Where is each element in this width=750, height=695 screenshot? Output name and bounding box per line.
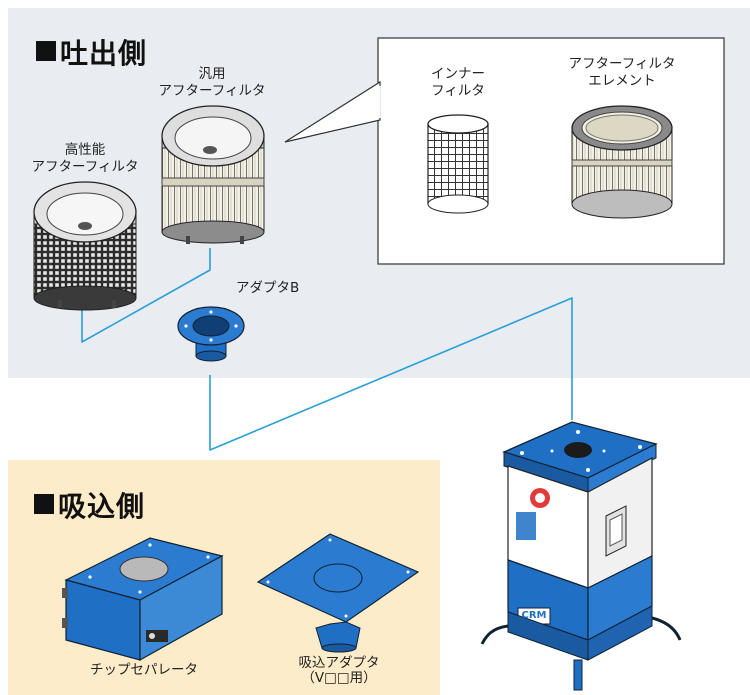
adapter-to-main-connector <box>209 297 573 451</box>
discharge-title: 吐出側 <box>60 37 148 70</box>
chip-separator <box>62 537 224 662</box>
general-filter-label: 汎用 アフターフィルタ <box>152 66 272 100</box>
discharge-heading: 吐出側 <box>36 32 147 72</box>
inner-filter-label: インナー フィルタ <box>418 66 498 100</box>
inner-filter-label-line2: フィルタ <box>431 83 485 99</box>
general-filter <box>161 105 265 244</box>
general-filter-label-line1: 汎用 <box>198 66 226 82</box>
inner-filter <box>427 114 489 214</box>
adapter-b-label-text: アダプタB <box>236 280 300 296</box>
after-filter-element <box>571 105 673 219</box>
adapter-b-label: アダプタB <box>236 280 316 297</box>
brand-label-text: CRM <box>521 610 547 621</box>
hp-filter-connector <box>81 248 211 343</box>
intake-heading: 吸込側 <box>34 485 145 525</box>
intake-title: 吸込側 <box>58 490 146 523</box>
suction-adapter-label: 吸込アダプタ （V□□用） <box>284 656 394 686</box>
element-label-line2: エレメント <box>588 73 656 89</box>
square-bullet-icon <box>36 41 56 61</box>
suction-adapter <box>256 533 420 653</box>
element-label-line1: アフターフィルタ <box>568 56 676 72</box>
dust-collector-unit <box>480 421 682 691</box>
hp-filter-label-line1: 高性能 <box>64 142 106 158</box>
general-filter-label-line2: アフターフィルタ <box>158 83 266 99</box>
connector-lines <box>81 248 573 451</box>
suction-adapter-label-line2: （V□□用） <box>301 670 377 686</box>
element-label: アフターフィルタ エレメント <box>560 56 684 90</box>
chip-separator-label-text: チップセパレータ <box>90 662 198 678</box>
square-bullet-icon <box>34 494 54 514</box>
chip-separator-label: チップセパレータ <box>84 662 204 679</box>
hp-filter-label: 高性能 アフターフィルタ <box>20 142 150 176</box>
hp-filter-label-line2: アフターフィルタ <box>31 159 139 175</box>
brand-label: CRM <box>518 608 550 624</box>
inner-filter-label-line1: インナー <box>431 66 485 82</box>
suction-adapter-label-line1: 吸込アダプタ <box>298 655 380 671</box>
adapter-b <box>177 306 245 362</box>
high-performance-filter <box>33 181 137 311</box>
